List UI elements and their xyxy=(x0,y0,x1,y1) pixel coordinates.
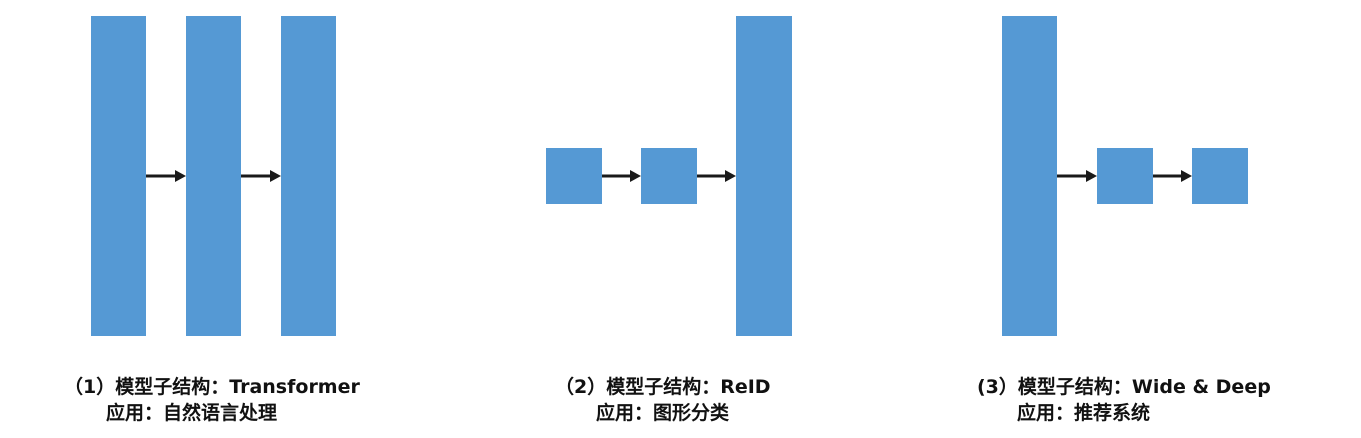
wide-deep-block-1 xyxy=(1002,16,1057,336)
caption-reid: （2）模型子结构：ReID 应用：图形分类 xyxy=(555,374,771,426)
transformer-arrow-1-head xyxy=(175,170,186,182)
wide-deep-block-3 xyxy=(1192,148,1248,204)
panel-reid xyxy=(546,16,792,336)
transformer-block-2 xyxy=(186,16,241,336)
caption-wide-deep: (3）模型子结构：Wide & Deep 应用：推荐系统 xyxy=(977,374,1271,426)
panel-wide-deep xyxy=(1002,16,1248,336)
caption-wide-deep-title: (3）模型子结构：Wide & Deep xyxy=(977,376,1271,398)
reid-block-2 xyxy=(641,148,697,204)
caption-wide-deep-application: 应用：推荐系统 xyxy=(1017,402,1151,424)
wide-deep-arrow-1-head xyxy=(1086,170,1097,182)
reid-block-1 xyxy=(546,148,602,204)
reid-arrow-2-head xyxy=(725,170,736,182)
wide-deep-block-2 xyxy=(1097,148,1153,204)
caption-transformer-application: 应用：自然语言处理 xyxy=(106,402,278,424)
wide-deep-arrow-2-head xyxy=(1181,170,1192,182)
panel-transformer xyxy=(91,16,336,336)
caption-transformer-title: （1）模型子结构：Transformer xyxy=(64,376,360,398)
caption-reid-title: （2）模型子结构：ReID xyxy=(555,376,771,398)
caption-reid-application: 应用：图形分类 xyxy=(596,402,730,424)
reid-block-3 xyxy=(736,16,792,336)
caption-transformer: （1）模型子结构：Transformer 应用：自然语言处理 xyxy=(64,374,360,426)
transformer-block-3 xyxy=(281,16,336,336)
transformer-block-1 xyxy=(91,16,146,336)
reid-arrow-1-head xyxy=(630,170,641,182)
transformer-arrow-2-head xyxy=(270,170,281,182)
